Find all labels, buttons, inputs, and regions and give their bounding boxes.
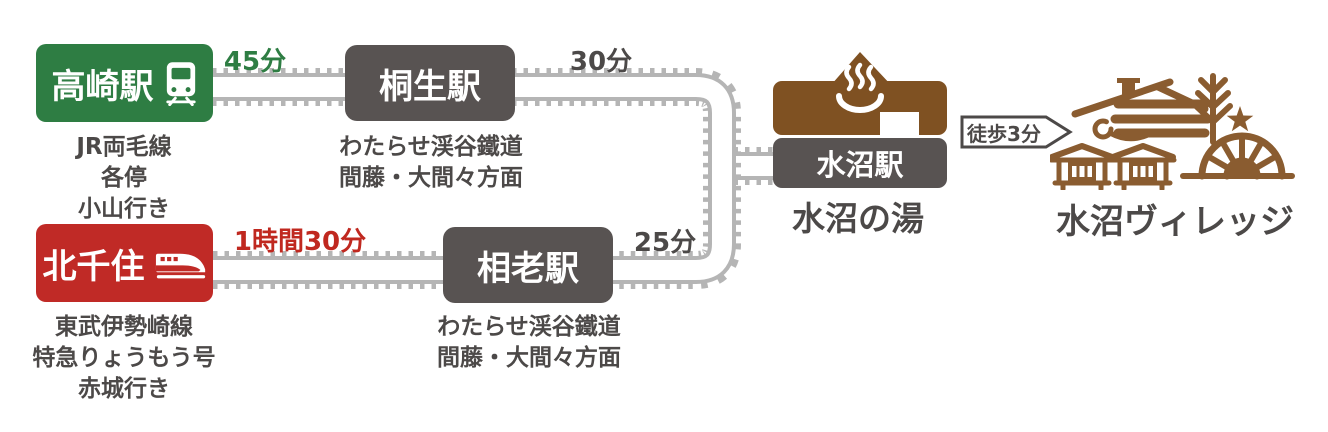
onsen-building-icon: [773, 52, 947, 135]
line-info-takasaki: JR両毛線 各停 小山行き: [14, 132, 234, 225]
line-info-kitasenju: 東武伊勢崎線 特急りょうもう号 赤城行き: [14, 312, 234, 405]
line-info-row: 間藤・大間々方面: [437, 345, 621, 371]
line-info-row: わたらせ渓谷鐵道: [339, 134, 523, 160]
line-info-row: 各停: [101, 165, 147, 191]
walk-duration-label: 徒歩3分: [967, 121, 1041, 146]
line-info-row: 特急りょうもう号: [32, 345, 216, 371]
lodge-icon: [1071, 78, 1213, 138]
duration-kiryu-mizunuma: 30分: [569, 47, 633, 77]
cabin-icon: [1109, 143, 1177, 190]
shinkansen-icon: [155, 253, 205, 279]
line-info-row: 東武伊勢崎線: [55, 314, 193, 340]
railway-track-main: [212, 68, 741, 289]
line-info-row: JR両毛線: [76, 134, 172, 160]
duration-takasaki-kiryu: 45分: [223, 47, 287, 77]
station-box-kiryu: 桐生駅: [345, 45, 515, 121]
cabin-icon: [1050, 143, 1116, 190]
line-info-row: わたらせ渓谷鐵道: [437, 314, 621, 340]
village-name-label: 水沼ヴィレッジ: [1056, 202, 1294, 242]
duration-aio-mizunuma: 25分: [633, 228, 697, 258]
line-info-aio: わたらせ渓谷鐵道 間藤・大間々方面: [419, 312, 639, 374]
station-box-mizunuma: 水沼駅: [773, 138, 947, 188]
station-label-kitasenju: 北千住: [42, 246, 145, 287]
dome-icon: [1180, 132, 1295, 180]
line-info-row: 赤城行き: [78, 376, 170, 402]
line-info-row: 小山行き: [78, 196, 170, 222]
pine-tree-icon: [1193, 73, 1233, 145]
station-label-mizunuma: 水沼駅: [816, 148, 904, 182]
smoke-icon: [1092, 118, 1153, 142]
duration-kitasenju-aio: 1時間30分: [233, 227, 367, 257]
commuter-train-icon: [165, 62, 196, 106]
hot-spring-icon: [836, 62, 884, 113]
star-icon: [1226, 106, 1254, 132]
walk-arrow-label: [960, 115, 1073, 149]
facility-label-mizunuma-no-yu: 水沼の湯: [792, 199, 924, 238]
station-label-takasaki: 高崎駅: [51, 66, 154, 107]
station-box-kitasenju: 北千住: [36, 224, 213, 302]
station-label-kiryu: 桐生駅: [379, 66, 481, 107]
line-info-row: 間藤・大間々方面: [339, 165, 523, 191]
village-illustration: [1050, 73, 1295, 190]
station-box-aio: 相老駅: [443, 227, 613, 303]
line-info-kiryu: わたらせ渓谷鐵道 間藤・大間々方面: [321, 132, 541, 194]
station-label-aio: 相老駅: [477, 248, 579, 289]
station-box-takasaki: 高崎駅: [36, 44, 213, 122]
